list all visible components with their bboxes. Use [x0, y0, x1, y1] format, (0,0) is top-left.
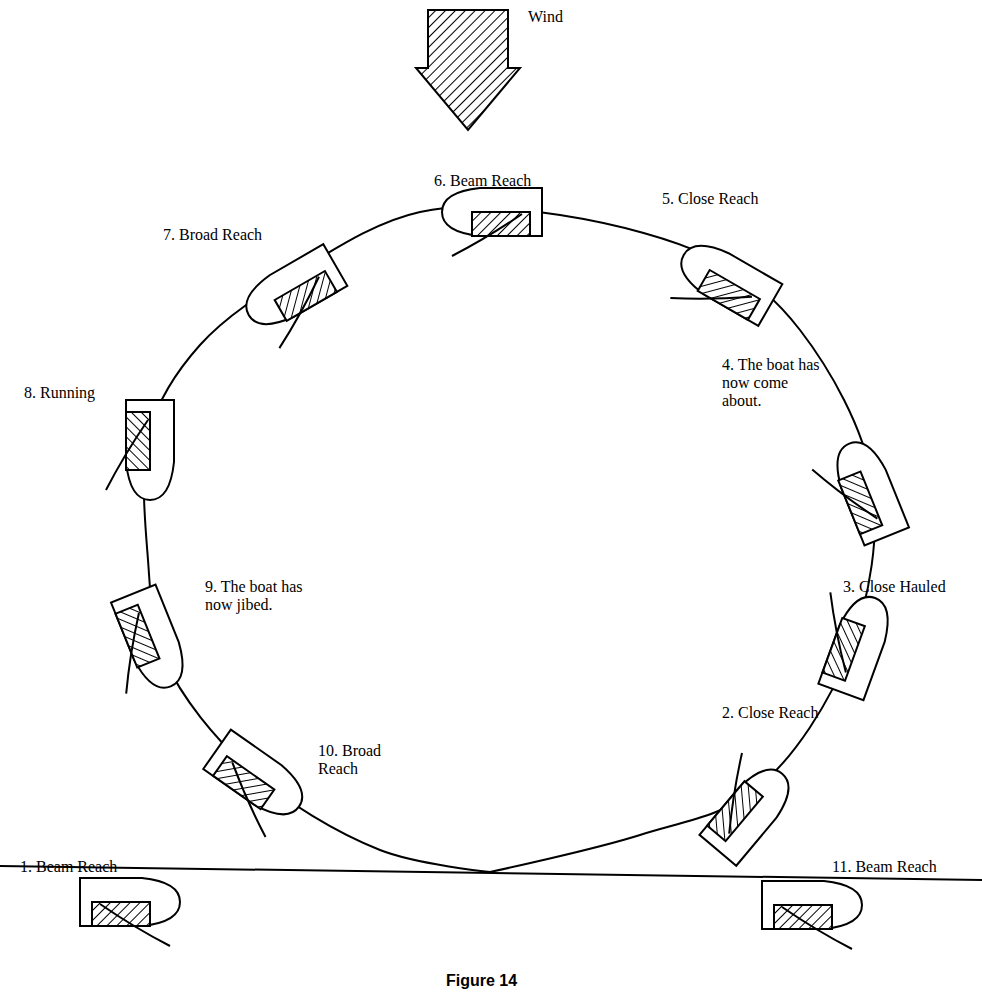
- sailboat: [808, 435, 909, 553]
- point-of-sail-label: 10. Broad Reach: [318, 742, 390, 778]
- point-of-sail-label: 9. The boat has now jibed.: [205, 578, 317, 614]
- point-of-sail-label: 1. Beam Reach: [20, 858, 117, 876]
- point-of-sail-label: 3. Close Hauled: [843, 578, 946, 596]
- sailboat: [442, 188, 542, 256]
- point-of-sail-label: 7. Broad Reach: [163, 226, 262, 244]
- point-of-sail-label: 8. Running: [24, 384, 95, 402]
- sailboat: [92, 585, 193, 703]
- sailboat: [684, 745, 800, 865]
- point-of-sail-label: 2. Close Reach: [722, 704, 818, 722]
- point-of-sail-label: 6. Beam Reach: [434, 172, 531, 190]
- figure-caption: Figure 14: [446, 972, 517, 990]
- sailboat: [80, 878, 180, 946]
- sailboat: [106, 400, 174, 500]
- sailboat: [237, 244, 358, 353]
- sailboat: [192, 730, 313, 843]
- point-of-sail-label: 5. Close Reach: [662, 190, 758, 208]
- sailboat: [800, 583, 898, 700]
- point-of-sail-label: 11. Beam Reach: [832, 858, 937, 876]
- sailboat: [662, 234, 783, 343]
- course-circle: [144, 207, 875, 872]
- wind-label: Wind: [528, 8, 563, 26]
- sailboat: [762, 881, 862, 949]
- wind-arrow: [416, 10, 520, 130]
- point-of-sail-label: 4. The boat has now come about.: [722, 356, 830, 410]
